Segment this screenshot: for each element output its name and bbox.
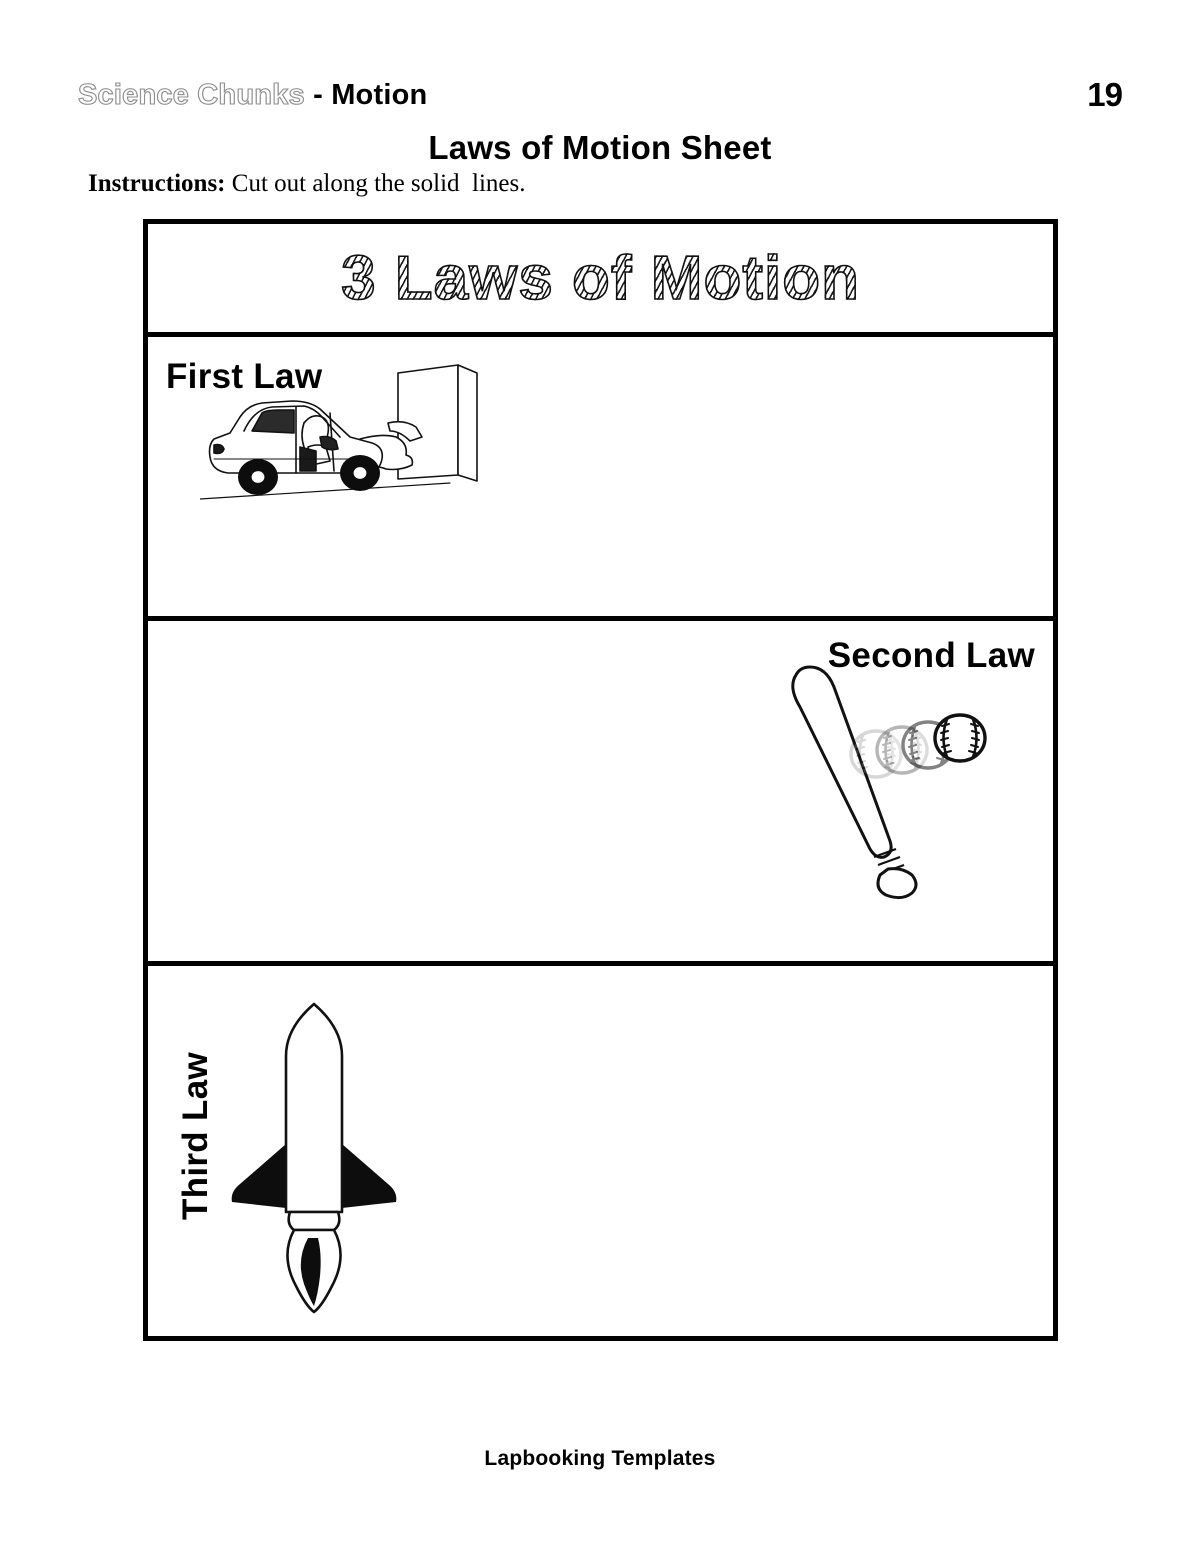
instructions-text: Cut out along the solid lines. [225, 170, 526, 197]
foldable-frame: 3 Laws of Motion First Law [143, 219, 1058, 1341]
banner-text-wrapper: 3 Laws of Motion [148, 238, 1053, 320]
brand-name-dark: - Motion [304, 79, 428, 111]
third-law-label: Third Law [175, 1052, 215, 1220]
rocket-illustration [224, 994, 404, 1314]
page-header: Science Chunks - Motion 19 [77, 76, 1123, 120]
second-law-label: Second Law [827, 636, 1035, 675]
banner-title: 3 Laws of Motion [340, 238, 860, 320]
instructions-line: Instructions: Cut out along the solid li… [88, 169, 526, 199]
page-number: 19 [1087, 76, 1123, 113]
car-crash-illustration [200, 351, 510, 511]
page-title: Laws of Motion Sheet [428, 129, 772, 166]
brand-title: Science Chunks - Motion [77, 78, 428, 112]
second-law-panel: Second Law [148, 621, 1053, 966]
first-law-panel: First Law [148, 337, 1053, 621]
first-law-label: First Law [166, 357, 323, 396]
baseball-bat-illustration [778, 653, 1018, 908]
banner-panel: 3 Laws of Motion [148, 224, 1053, 337]
third-law-panel: Third Law [148, 966, 1053, 1331]
brand-name-light: Science Chunks [77, 78, 305, 111]
footer-text: Lapbooking Templates [484, 1447, 716, 1470]
instructions-label: Instructions: [88, 170, 226, 197]
